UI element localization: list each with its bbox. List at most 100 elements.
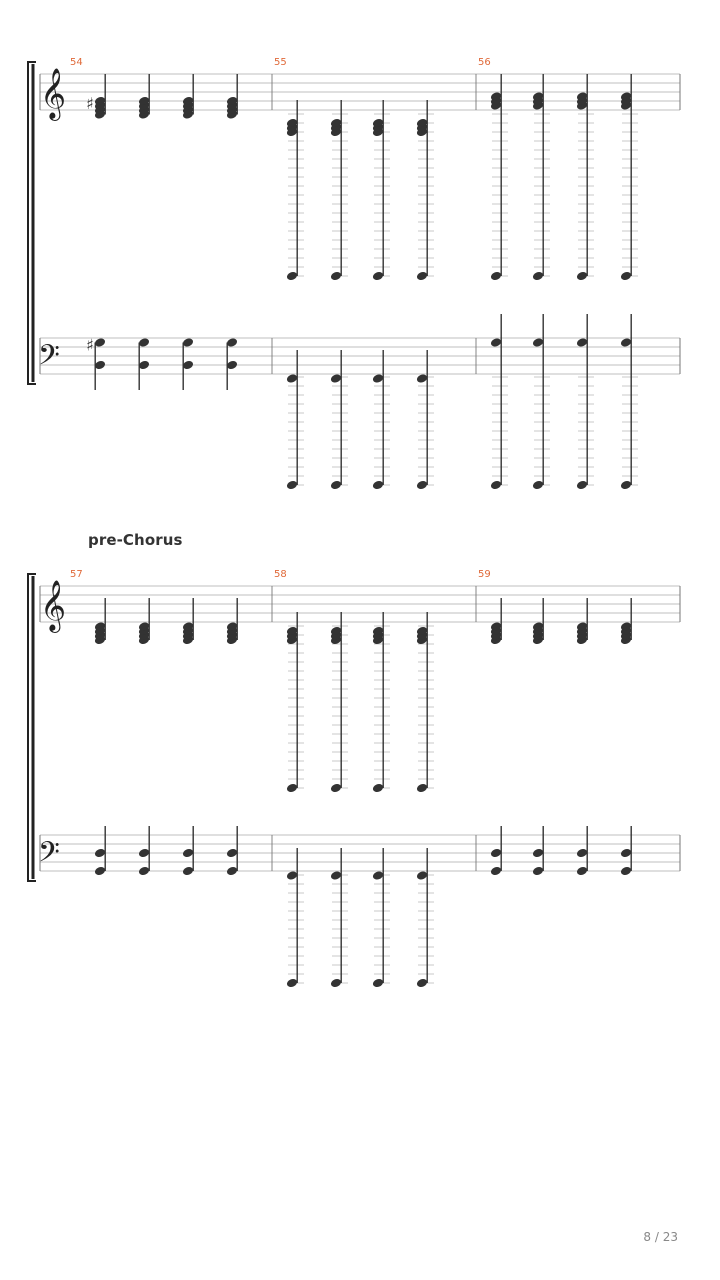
notehead	[372, 118, 384, 128]
chord	[226, 338, 238, 390]
notehead	[620, 92, 632, 101]
chord	[490, 826, 502, 876]
notehead	[286, 978, 298, 988]
bass-clef-icon: 𝄢	[38, 836, 60, 876]
measure-number: 58	[274, 569, 287, 580]
notehead	[226, 96, 238, 106]
chord	[576, 826, 588, 876]
chord	[286, 350, 304, 490]
chord	[372, 848, 390, 988]
notehead	[330, 480, 342, 490]
notehead	[416, 118, 428, 128]
chord	[620, 598, 632, 645]
measure-number: 56	[478, 57, 491, 68]
chord	[330, 350, 348, 490]
notehead	[372, 626, 384, 636]
notehead	[372, 978, 384, 988]
chord	[182, 598, 194, 645]
notehead	[286, 118, 298, 128]
notehead	[94, 360, 106, 370]
treble-staff: ♯	[39, 73, 681, 281]
chord	[620, 826, 632, 876]
system-bracket	[27, 573, 36, 882]
notehead	[490, 848, 502, 858]
notehead	[490, 622, 502, 631]
chord	[416, 612, 434, 793]
chord	[330, 100, 348, 281]
bass-staff: ♯	[39, 314, 681, 490]
notehead	[330, 374, 342, 383]
notehead	[286, 626, 298, 636]
chord	[372, 612, 390, 793]
treble-clef-icon: 𝄞	[40, 68, 66, 121]
notehead	[532, 92, 544, 101]
notehead	[532, 480, 544, 490]
notehead	[416, 978, 428, 988]
notehead	[138, 848, 150, 858]
notehead	[286, 783, 298, 793]
chord	[416, 350, 434, 490]
chord	[330, 612, 348, 793]
notehead	[94, 848, 106, 858]
chord	[226, 74, 238, 119]
notehead	[576, 480, 588, 490]
system-bracket	[27, 61, 36, 385]
notehead	[416, 626, 428, 636]
notehead	[330, 118, 342, 128]
notehead	[138, 622, 150, 631]
chord	[490, 314, 508, 490]
chord: ♯	[86, 336, 106, 390]
notehead	[576, 92, 588, 101]
chord	[416, 848, 434, 988]
notehead	[576, 338, 588, 347]
measure-number: 55	[274, 57, 287, 68]
chord	[182, 74, 194, 119]
notehead	[490, 338, 502, 347]
notehead	[532, 866, 544, 876]
chord	[532, 598, 544, 645]
notehead	[94, 96, 106, 106]
notehead	[620, 848, 632, 858]
page-number: 8 / 23	[643, 1230, 678, 1244]
notehead	[532, 271, 544, 281]
notehead	[532, 338, 544, 347]
notehead	[372, 480, 384, 490]
notehead	[416, 480, 428, 490]
chord	[532, 314, 550, 490]
chord	[372, 100, 390, 281]
notehead	[372, 783, 384, 793]
notehead	[620, 338, 632, 347]
chord	[138, 598, 150, 645]
measure-number: 57	[70, 569, 83, 580]
notehead	[226, 338, 238, 347]
notehead	[330, 871, 342, 880]
notehead	[490, 271, 502, 281]
notehead	[226, 866, 238, 876]
notehead	[372, 871, 384, 880]
notehead	[286, 871, 298, 880]
notehead	[620, 622, 632, 631]
notehead	[138, 360, 150, 370]
notehead	[182, 96, 194, 106]
notehead	[490, 480, 502, 490]
notehead	[286, 271, 298, 281]
chord	[576, 598, 588, 645]
notehead	[330, 783, 342, 793]
notehead	[372, 271, 384, 281]
notehead	[226, 848, 238, 858]
notehead	[576, 866, 588, 876]
chord	[490, 598, 502, 645]
notehead	[182, 866, 194, 876]
notehead	[138, 866, 150, 876]
chord	[416, 100, 434, 281]
notehead	[330, 271, 342, 281]
chord	[94, 598, 106, 645]
chord	[372, 350, 390, 490]
notehead	[416, 871, 428, 880]
chord	[490, 74, 508, 281]
notehead	[182, 360, 194, 370]
chord	[286, 848, 304, 988]
notehead	[182, 622, 194, 631]
